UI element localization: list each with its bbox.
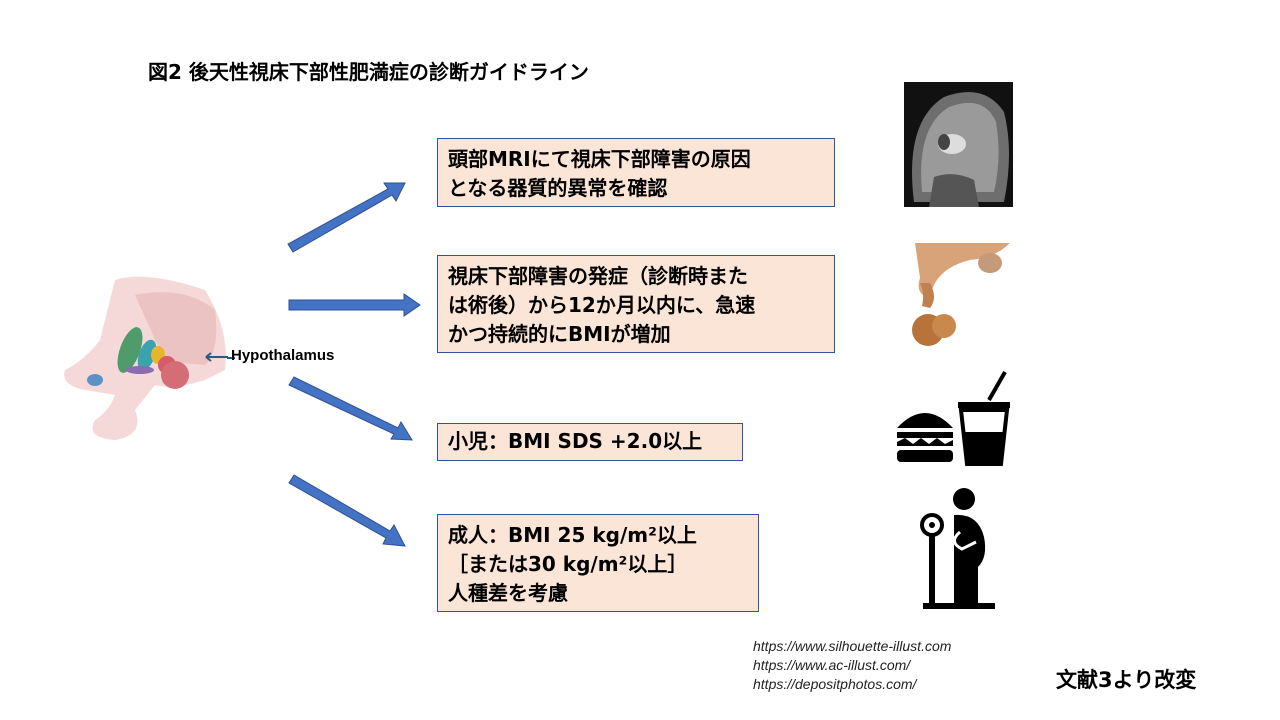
mri-image xyxy=(904,82,1013,207)
arrow-to-bmi-increase xyxy=(288,293,421,317)
criterion-adult-box: 成人：BMI 25 kg/m²以上 ［または30 kg/m²以上］ 人種差を考慮 xyxy=(437,514,759,612)
pituitary-illustration xyxy=(912,243,1010,346)
criterion-child-box: 小児：BMI SDS +2.0以上 xyxy=(437,423,743,461)
criterion-text: 視床下部障害の発症（診断時また xyxy=(448,264,748,288)
criterion-text: 成人：BMI 25 kg/m²以上 xyxy=(448,523,697,547)
arrows xyxy=(287,182,421,547)
food-icon xyxy=(897,371,1010,466)
figure-title: 図2 後天性視床下部性肥満症の診断ガイドライン xyxy=(148,60,589,84)
credit-url: https://www.ac-illust.com/ xyxy=(753,657,911,673)
criterion-bmi-increase-box: 視床下部障害の発症（診断時また は術後）から12か月以内に、急速 かつ持続的にB… xyxy=(437,255,835,353)
credit-url: https://depositphotos.com/ xyxy=(753,676,917,692)
image-credits: https://www.silhouette-illust.com https:… xyxy=(753,637,951,694)
reference-note: 文献3より改変 xyxy=(1056,668,1197,692)
hypothalamus-illustration xyxy=(64,276,235,440)
criterion-text: となる器質的異常を確認 xyxy=(448,176,668,200)
arrow-to-child xyxy=(288,376,413,441)
criterion-text: ［または30 kg/m²以上］ xyxy=(448,552,688,576)
criterion-text: 頭部MRIにて視床下部障害の原因 xyxy=(448,147,751,171)
criterion-mri-box: 頭部MRIにて視床下部障害の原因 となる器質的異常を確認 xyxy=(437,138,835,207)
criterion-text: 人種差を考慮 xyxy=(448,581,568,605)
criterion-text: 小児：BMI SDS +2.0以上 xyxy=(448,429,703,453)
credit-url: https://www.silhouette-illust.com xyxy=(753,638,952,654)
criterion-text: かつ持続的にBMIが増加 xyxy=(448,322,671,346)
hypothalamus-pointer-icon xyxy=(205,352,228,362)
hypothalamus-label: Hypothalamus xyxy=(231,347,335,364)
criterion-text: は術後）から12か月以内に、急速 xyxy=(448,293,756,317)
arrow-to-mri xyxy=(287,182,406,253)
weight-scale-person-icon xyxy=(920,488,995,609)
arrow-to-adult xyxy=(288,474,406,547)
